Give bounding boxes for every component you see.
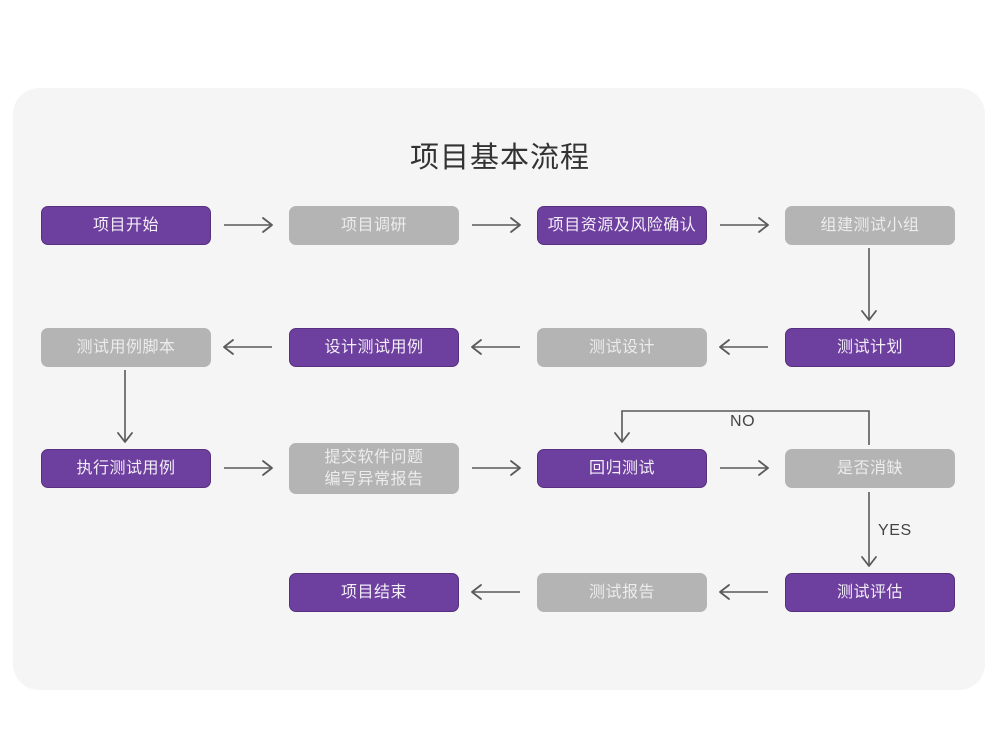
node-test-case-script[interactable]: 测试用例脚本	[41, 328, 211, 367]
node-resource-risk-confirm[interactable]: 项目资源及风险确认	[537, 206, 707, 245]
node-defect-cleared[interactable]: 是否消缺	[785, 449, 955, 488]
node-test-plan[interactable]: 测试计划	[785, 328, 955, 367]
page-title: 项目基本流程	[409, 142, 590, 174]
node-build-test-team[interactable]: 组建测试小组	[785, 206, 955, 245]
node-project-start[interactable]: 项目开始	[41, 206, 211, 245]
edge-label-no: NO	[730, 413, 756, 430]
node-project-research[interactable]: 项目调研	[289, 206, 459, 245]
node-submit-issue-report[interactable]: 提交软件问题 编写异常报告	[289, 443, 459, 494]
node-test-evaluation[interactable]: 测试评估	[785, 573, 955, 612]
node-design-test-case[interactable]: 设计测试用例	[289, 328, 459, 367]
node-execute-test-case[interactable]: 执行测试用例	[41, 449, 211, 488]
node-test-design[interactable]: 测试设计	[537, 328, 707, 367]
node-test-report[interactable]: 测试报告	[537, 573, 707, 612]
node-regression-test[interactable]: 回归测试	[537, 449, 707, 488]
edge-label-yes: YES	[878, 522, 912, 539]
node-project-end[interactable]: 项目结束	[289, 573, 459, 612]
